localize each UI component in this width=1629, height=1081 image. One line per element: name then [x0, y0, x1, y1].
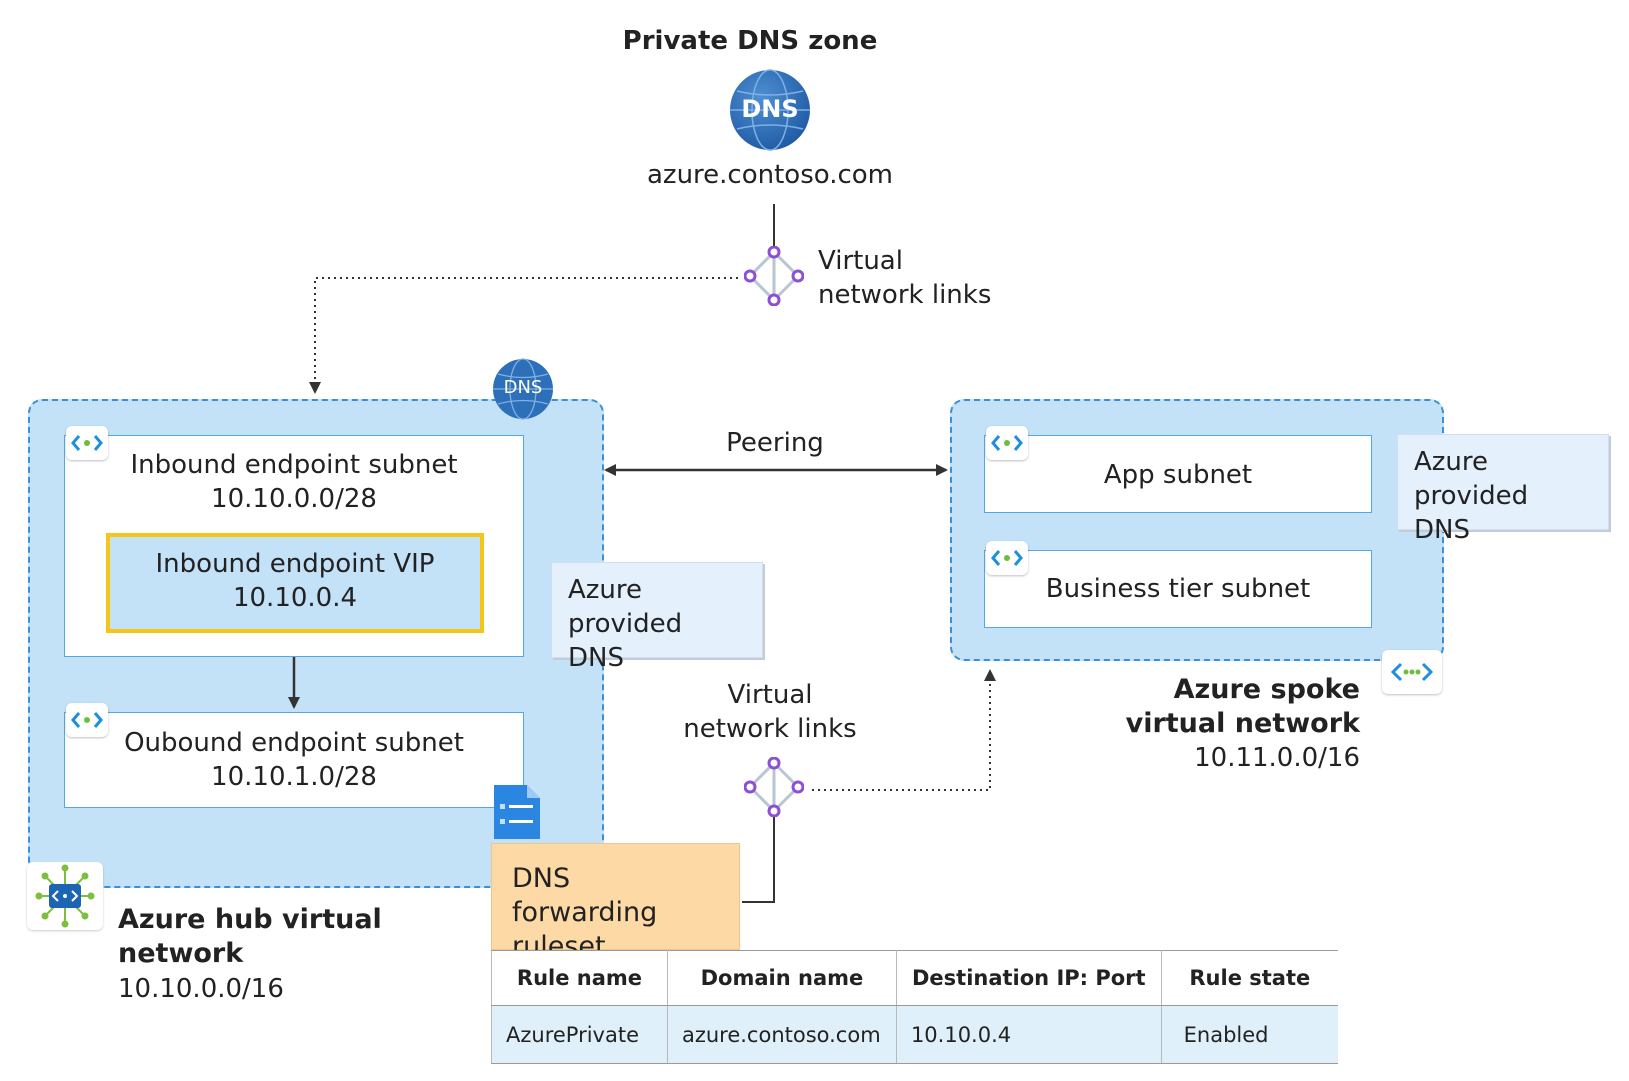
spoke-azure-provided-dns: Azure provided DNS	[1397, 434, 1609, 545]
app-subnet[interactable]	[984, 435, 1372, 513]
ruleset-document-icon	[491, 782, 543, 842]
dns-forwarding-ruleset[interactable]: DNS forwarding ruleset	[491, 843, 740, 962]
spoke-vnet-icon	[1382, 650, 1442, 694]
private-dns-zone-domain: azure.contoso.com	[646, 160, 893, 190]
virtual-network-links-label-top: Virtual network links	[818, 244, 1038, 312]
table-cell: AzurePrivate	[491, 1005, 668, 1064]
private-dns-zone-icon: DNS	[729, 69, 811, 151]
table-cell: Enabled	[1161, 1005, 1338, 1064]
table-cell: azure.contoso.com	[667, 1005, 897, 1064]
spoke-vnet-cidr: 10.11.0.0/16	[1194, 743, 1360, 773]
hub-vnet-cidr: 10.10.0.0/16	[118, 974, 284, 1004]
virtual-network-links-icon-bottom	[743, 756, 805, 818]
hub-vnet-name: Azure hub virtual network	[118, 903, 438, 971]
outbound-endpoint-subnet[interactable]	[64, 712, 524, 808]
virtual-network-links-line2: network links	[683, 714, 857, 744]
table-header-row: Rule name Domain name Destination IP: Po…	[491, 950, 1338, 1006]
hub-vnet-name-line2: network	[118, 938, 244, 969]
subnet-icon	[66, 703, 108, 737]
table-cell: 10.10.0.4	[896, 1005, 1162, 1064]
hub-dns-icon-label: DNS	[503, 377, 543, 398]
spoke-vnet-name-line2: virtual network	[1125, 708, 1360, 739]
inbound-subnet-name: Inbound endpoint subnet	[130, 450, 458, 480]
private-dns-zone-title: Private DNS zone	[622, 26, 878, 56]
subnet-icon	[986, 426, 1028, 460]
virtual-network-links-icon-top	[743, 245, 805, 307]
app-subnet-name: App subnet	[1103, 460, 1253, 490]
outbound-subnet-cidr: 10.10.1.0/28	[211, 762, 377, 792]
ruleset-link-connector	[742, 817, 775, 903]
virtual-network-links-line2: network links	[818, 280, 992, 310]
spoke-vnet-name-line1: Azure spoke	[1173, 674, 1360, 705]
dns-icon-label: DNS	[741, 95, 799, 123]
peering-label: Peering	[726, 428, 824, 458]
business-tier-subnet[interactable]	[984, 550, 1372, 628]
hub-vnet-name-line1: Azure hub virtual	[118, 904, 382, 935]
outbound-subnet-name: Oubound endpoint subnet	[124, 728, 464, 758]
virtual-network-links-label-bottom: Virtual network links	[650, 678, 890, 746]
inbound-subnet-cidr: 10.10.0.0/28	[211, 484, 377, 514]
azure-dns-line2: provided DNS	[1414, 481, 1529, 545]
virtual-network-icon	[27, 862, 103, 930]
business-subnet-name: Business tier subnet	[1045, 574, 1311, 604]
ruleset-table: Rule name Domain name Destination IP: Po…	[491, 950, 1338, 1064]
subnet-icon	[986, 541, 1028, 575]
hub-dns-icon: DNS	[492, 358, 554, 420]
virtual-network-links-line1: Virtual	[818, 246, 903, 276]
subnet-icon	[66, 426, 108, 460]
table-header-cell: Rule name	[491, 950, 668, 1006]
table-row[interactable]: AzurePrivate azure.contoso.com 10.10.0.4…	[491, 1005, 1338, 1064]
spoke-vnet-name: Azure spoke virtual network	[1060, 673, 1360, 741]
hub-azure-provided-dns: Azure provided DNS	[551, 562, 763, 673]
azure-dns-line1: Azure	[568, 575, 643, 605]
azure-dns-line1: Azure	[1414, 447, 1489, 477]
inbound-vip-name: Inbound endpoint VIP	[155, 549, 435, 579]
inbound-vip-ip: 10.10.0.4	[232, 583, 358, 613]
table-header-cell: Destination IP: Port	[896, 950, 1162, 1006]
virtual-network-links-line1: Virtual	[727, 680, 813, 710]
azure-dns-line2: provided DNS	[568, 609, 683, 673]
table-header-cell: Rule state	[1161, 950, 1338, 1006]
ruleset-line1: DNS forwarding	[512, 863, 658, 928]
table-header-cell: Domain name	[667, 950, 897, 1006]
inbound-endpoint-vip[interactable]	[106, 533, 484, 633]
